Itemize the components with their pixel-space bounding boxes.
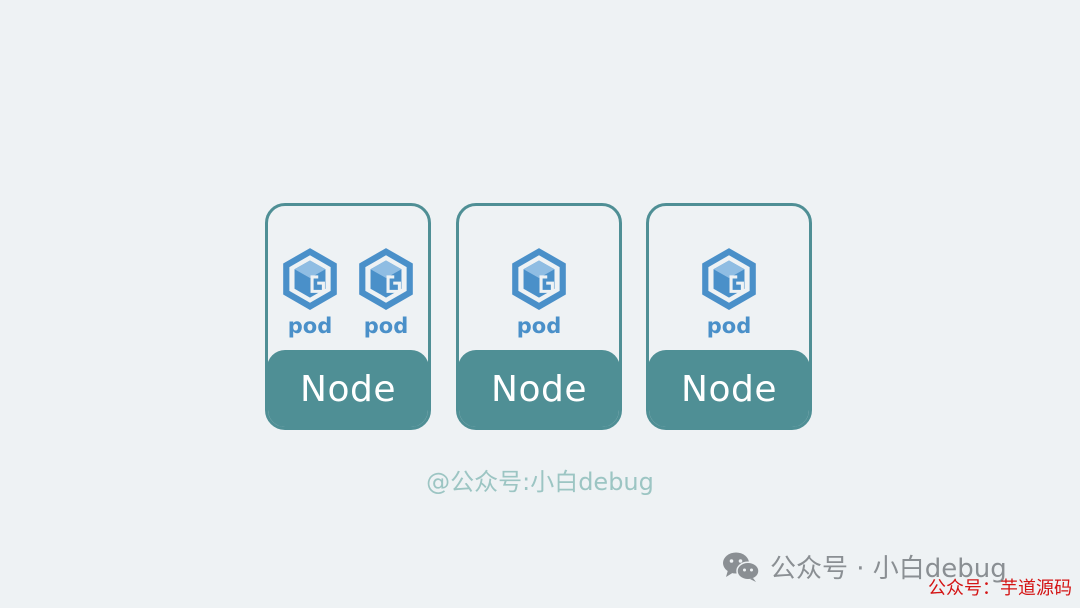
node-box: pod Node: [646, 203, 812, 430]
node-label: Node: [491, 368, 587, 410]
pod-group: pod pod: [268, 246, 428, 337]
watermark: @公众号:小白debug: [426, 468, 654, 496]
node-box: pod pod Node: [265, 203, 431, 430]
pod-label: pod: [706, 314, 752, 338]
pod-cube-icon: [506, 246, 572, 312]
pod: pod: [696, 246, 762, 337]
node-label: Node: [681, 368, 777, 410]
pod-group: pod: [459, 246, 619, 337]
pod-label: pod: [287, 314, 333, 338]
pod-cube-icon: [696, 246, 762, 312]
node-label-bar: Node: [459, 350, 619, 427]
footer-brand: 公众号 · 小白debug: [722, 548, 1007, 585]
pod-label: pod: [516, 314, 562, 338]
pod: pod: [277, 246, 343, 337]
pod-group: pod: [649, 246, 809, 337]
footer-brand-text: 公众号 · 小白debug: [770, 554, 1007, 584]
node-box: pod Node: [456, 203, 622, 430]
wechat-icon: [722, 551, 760, 583]
pod: pod: [353, 246, 419, 337]
pod: pod: [506, 246, 572, 337]
node-label: Node: [300, 368, 396, 410]
pod-cube-icon: [353, 246, 419, 312]
red-watermark: 公众号：芋道源码: [928, 578, 1072, 599]
pod-cube-icon: [277, 246, 343, 312]
node-label-bar: Node: [268, 350, 428, 427]
node-label-bar: Node: [649, 350, 809, 427]
pod-label: pod: [363, 314, 409, 338]
